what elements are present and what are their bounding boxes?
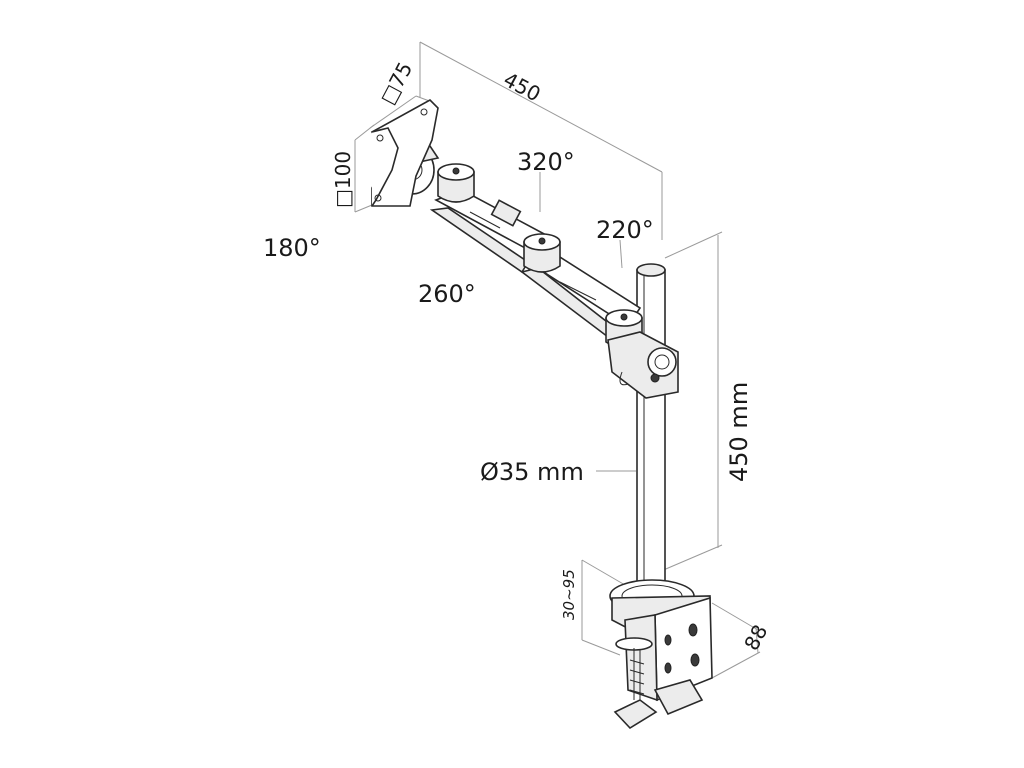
joint-two [523,233,561,273]
rotation-joint-three-label: 220° [596,216,654,244]
joint-one [437,163,475,203]
clamp-depth-label: 88 [739,621,772,655]
vesa-large-label: □100 [331,151,355,208]
desk-thickness-label: 30~95 [560,569,578,620]
pole-height-label: 450 mm [725,382,753,482]
vesa-small-label: □75 [375,58,417,108]
rotation-joint-two-label: 320° [517,148,575,176]
rotation-plate-label: 180° [263,234,321,262]
pole-collar [607,331,679,399]
rotation-joint-one-label: 260° [418,280,476,308]
vesa-plate [370,99,439,207]
arm-reach-label: 450 [500,67,545,106]
desk-clamp [609,579,713,730]
arm-upper [429,189,550,274]
pole-diameter-label: Ø35 mm [480,458,584,486]
